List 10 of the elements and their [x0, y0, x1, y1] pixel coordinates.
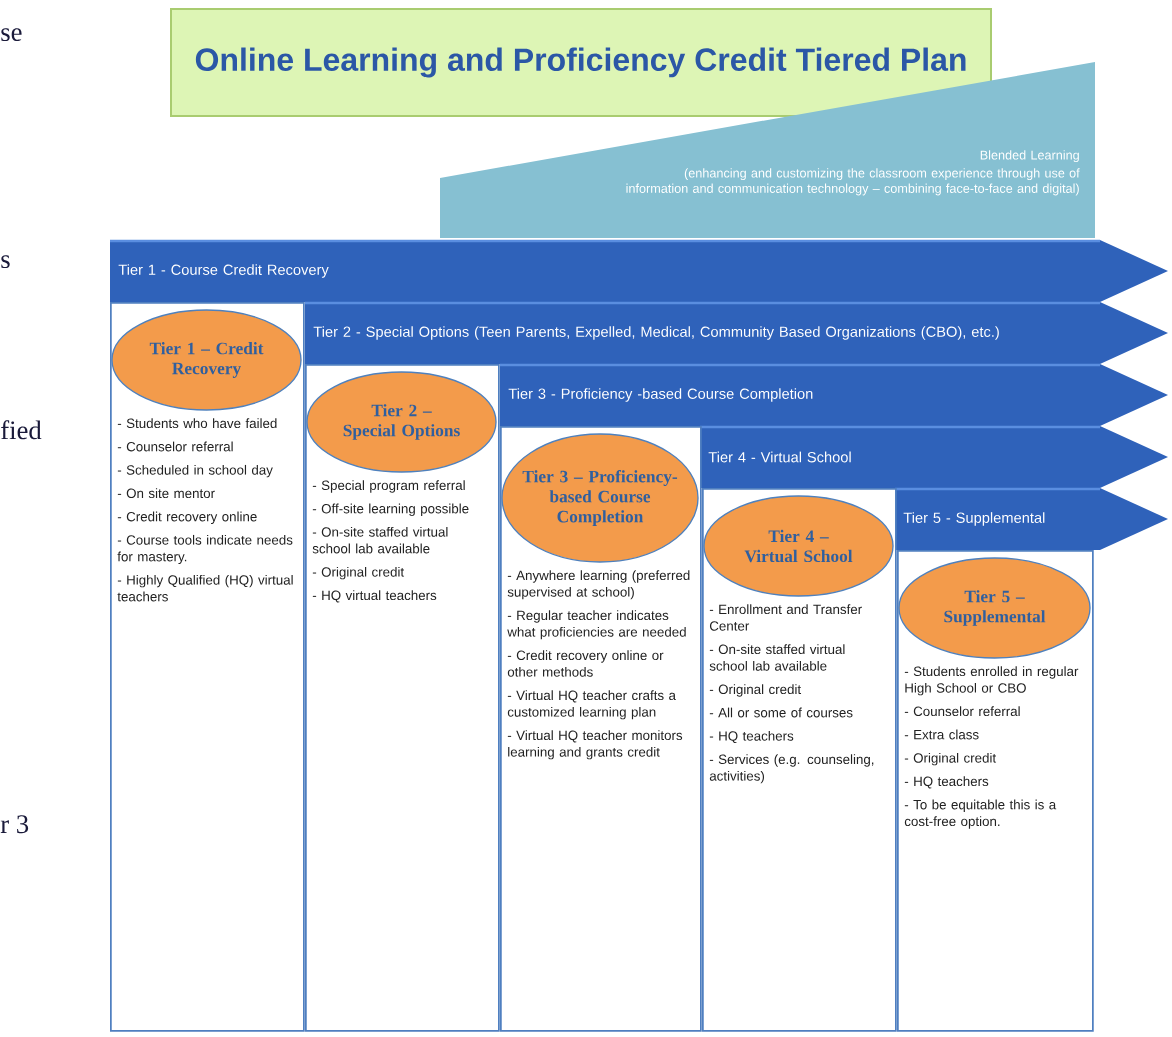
tier-band: Tier 3 - Proficiency -based Course Completion: [500, 363, 1168, 426]
margin-text: fied: [1, 420, 42, 440]
tier-band: Tier 4 - Virtual School: [700, 425, 1168, 488]
margin-text: se: [1, 28, 22, 42]
margin-text: r 3: [0, 815, 29, 834]
title-box: Online Learning and Proficiency Credit Tiered Plan: [170, 8, 992, 117]
tier-band: Tier 5 - Supplemental: [895, 487, 1168, 550]
tier-band: Tier 1 - Course Credit Recovery: [110, 239, 1168, 302]
tier-band: Tier 2 - Special Options (Teen Parents, Expelled, Medical, Community Based Organizations (CBO), etc.): [305, 301, 1168, 364]
margin-text: s: [1, 255, 10, 269]
